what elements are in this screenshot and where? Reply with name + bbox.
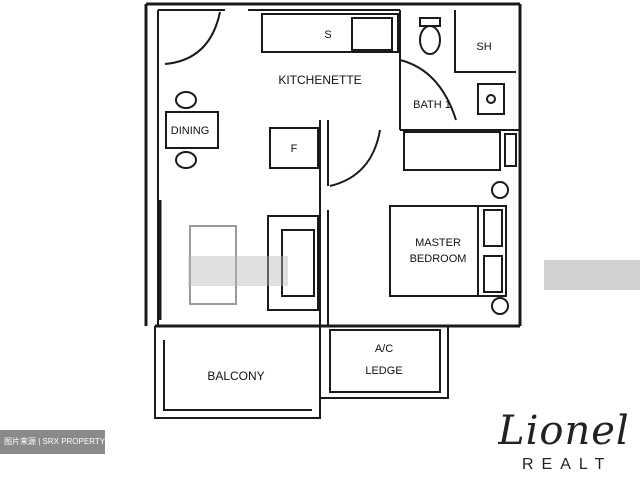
brand-subtitle: REALT (522, 456, 613, 473)
fridge-label: F (291, 143, 298, 155)
ac-ledge-label-line2: LEDGE (365, 365, 402, 377)
bath-label: BATH 1 (413, 99, 451, 111)
shower-label: SH (476, 41, 491, 53)
faint-stamps (188, 256, 640, 290)
outer-walls (144, 2, 522, 419)
dining-label: DINING (171, 125, 210, 137)
brand-name: Lionel T (498, 408, 640, 454)
kitchenette-label: KITCHENETTE (278, 73, 361, 87)
balcony-label: BALCONY (207, 369, 264, 383)
brand-logo: Lionel T REALT (498, 408, 640, 480)
source-watermark: 图片来源 | SRX PROPERTY (0, 430, 105, 454)
ac-ledge-label-line1: A/C (375, 343, 393, 355)
master-bedroom-label-line2: BEDROOM (410, 253, 467, 265)
stove-label: S (324, 29, 331, 41)
master-bedroom-label-line1: MASTER (415, 237, 461, 249)
